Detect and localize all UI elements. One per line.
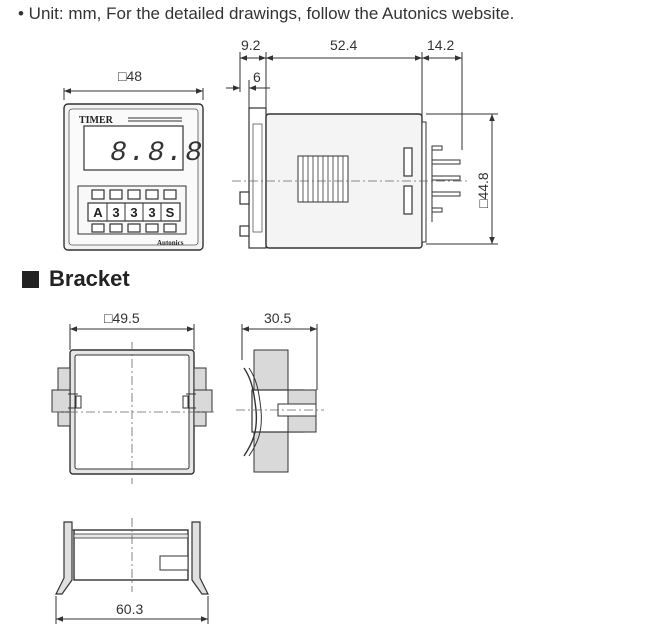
side-dim-d: 6 — [253, 69, 261, 85]
bracket-bottom-view: 60.3 — [55, 518, 209, 624]
side-dim-b: 52.4 — [330, 37, 357, 53]
bracket-heading-text: Bracket — [49, 266, 130, 291]
unit-note: • Unit: mm, For the detailed drawings, f… — [18, 4, 515, 23]
switch-down-buttons — [91, 223, 177, 233]
side-dim-c: 14.2 — [427, 37, 454, 53]
switch-char-4: 3 — [148, 205, 155, 220]
switch-char-1: A — [93, 205, 103, 220]
switch-up-buttons — [91, 189, 177, 200]
side-view: 9.2 52.4 14.2 6 — [226, 37, 498, 249]
side-dim-a: 9.2 — [241, 37, 261, 53]
bracket-bottom-width-label: 60.3 — [116, 601, 143, 617]
heading-square-icon — [22, 270, 39, 288]
brand-label: Autonics — [157, 239, 184, 247]
bracket-front-view: □49.5 — [51, 310, 214, 484]
switch-char-3: 3 — [130, 205, 137, 220]
front-width-label: □48 — [118, 68, 142, 84]
bracket-heading: Bracket — [22, 266, 130, 292]
front-view: □48 TIMER 8.8.8 A 3 3 3 S — [63, 68, 204, 251]
timer-label: TIMER — [79, 115, 114, 126]
switch-char-2: 3 — [112, 205, 119, 220]
side-height-label: □44.8 — [475, 172, 491, 208]
switch-char-5: S — [166, 205, 175, 220]
display-window — [83, 125, 184, 171]
bracket-front-width-label: □49.5 — [104, 310, 140, 326]
bracket-side-depth-label: 30.5 — [264, 310, 291, 326]
bracket-side-view: 30.5 — [236, 310, 324, 473]
display-digits: 8.8.8 — [110, 138, 204, 169]
